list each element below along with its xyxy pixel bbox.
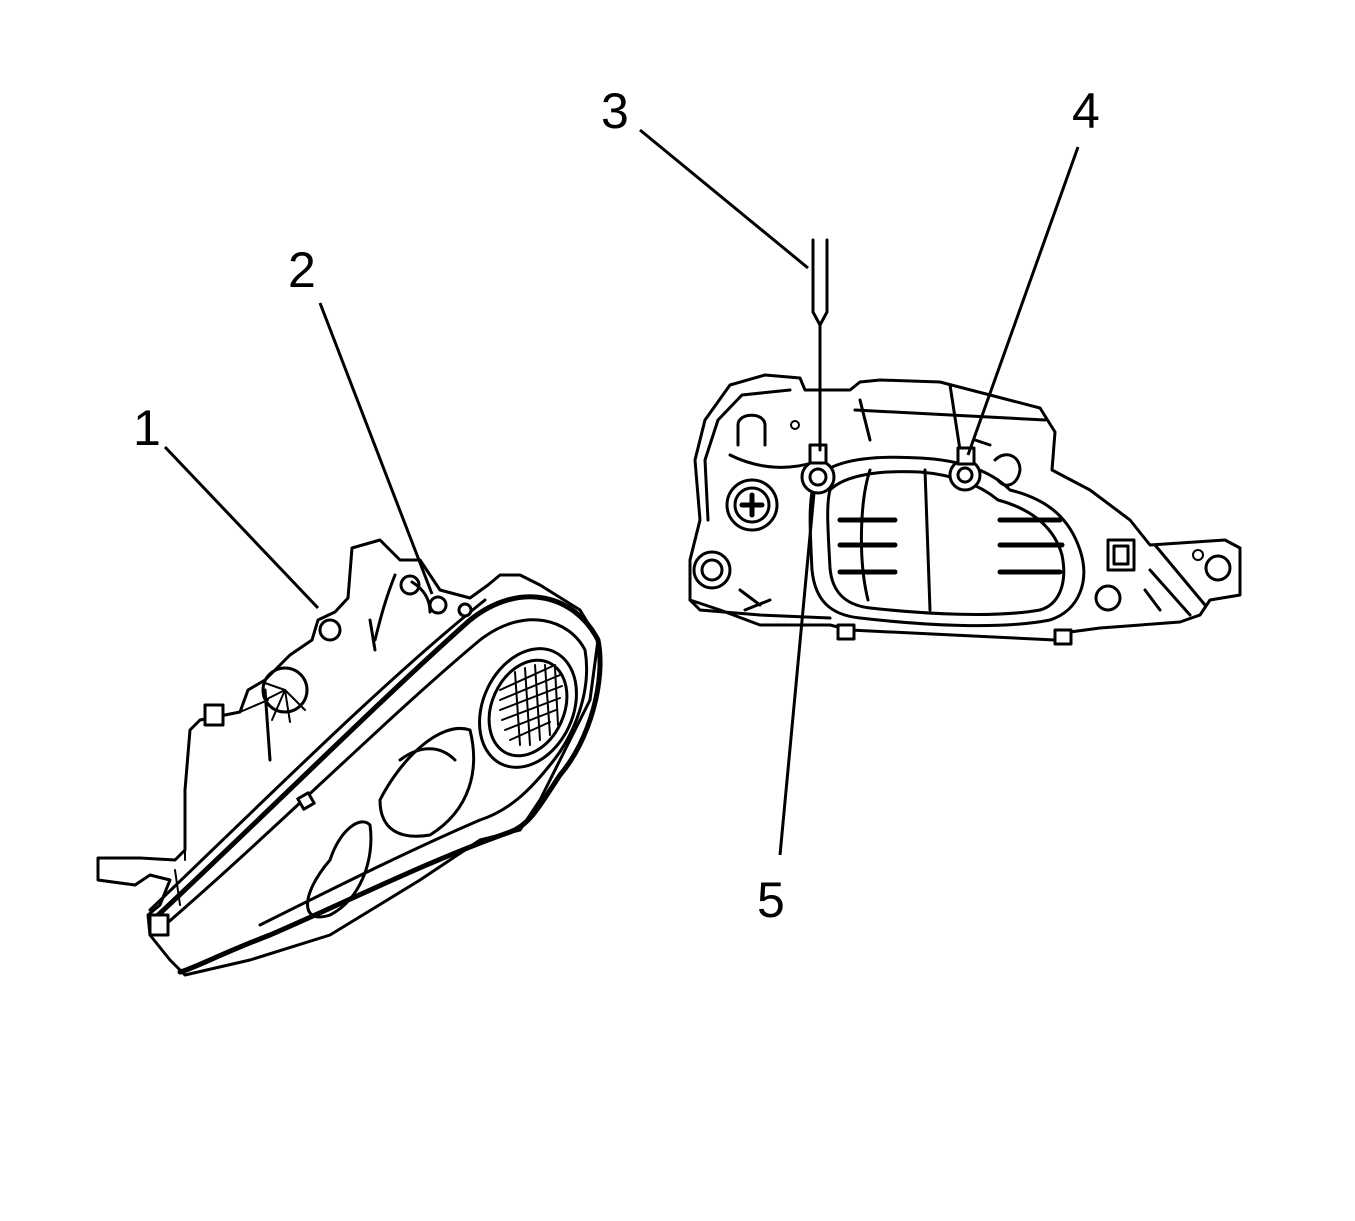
leader-1: [163, 445, 320, 610]
leader-4: [966, 146, 1080, 456]
right-headlamp-assembly: [688, 373, 1242, 646]
cover-ribs: [837, 517, 1065, 575]
callout-2: 2: [288, 242, 316, 298]
leader-2: [318, 302, 434, 595]
bulb-starburst: [261, 681, 306, 723]
leader-3: [639, 128, 809, 270]
leader-lines: [163, 128, 1080, 856]
callout-1: 1: [133, 400, 161, 456]
left-headlamp-assembly: [96, 538, 603, 977]
callout-4: 4: [1072, 83, 1100, 139]
adjusting-tool: [811, 238, 829, 452]
leader-5: [778, 492, 816, 856]
projector-grid-pattern: [499, 664, 563, 746]
callout-5: 5: [757, 872, 785, 928]
callout-3: 3: [601, 83, 629, 139]
